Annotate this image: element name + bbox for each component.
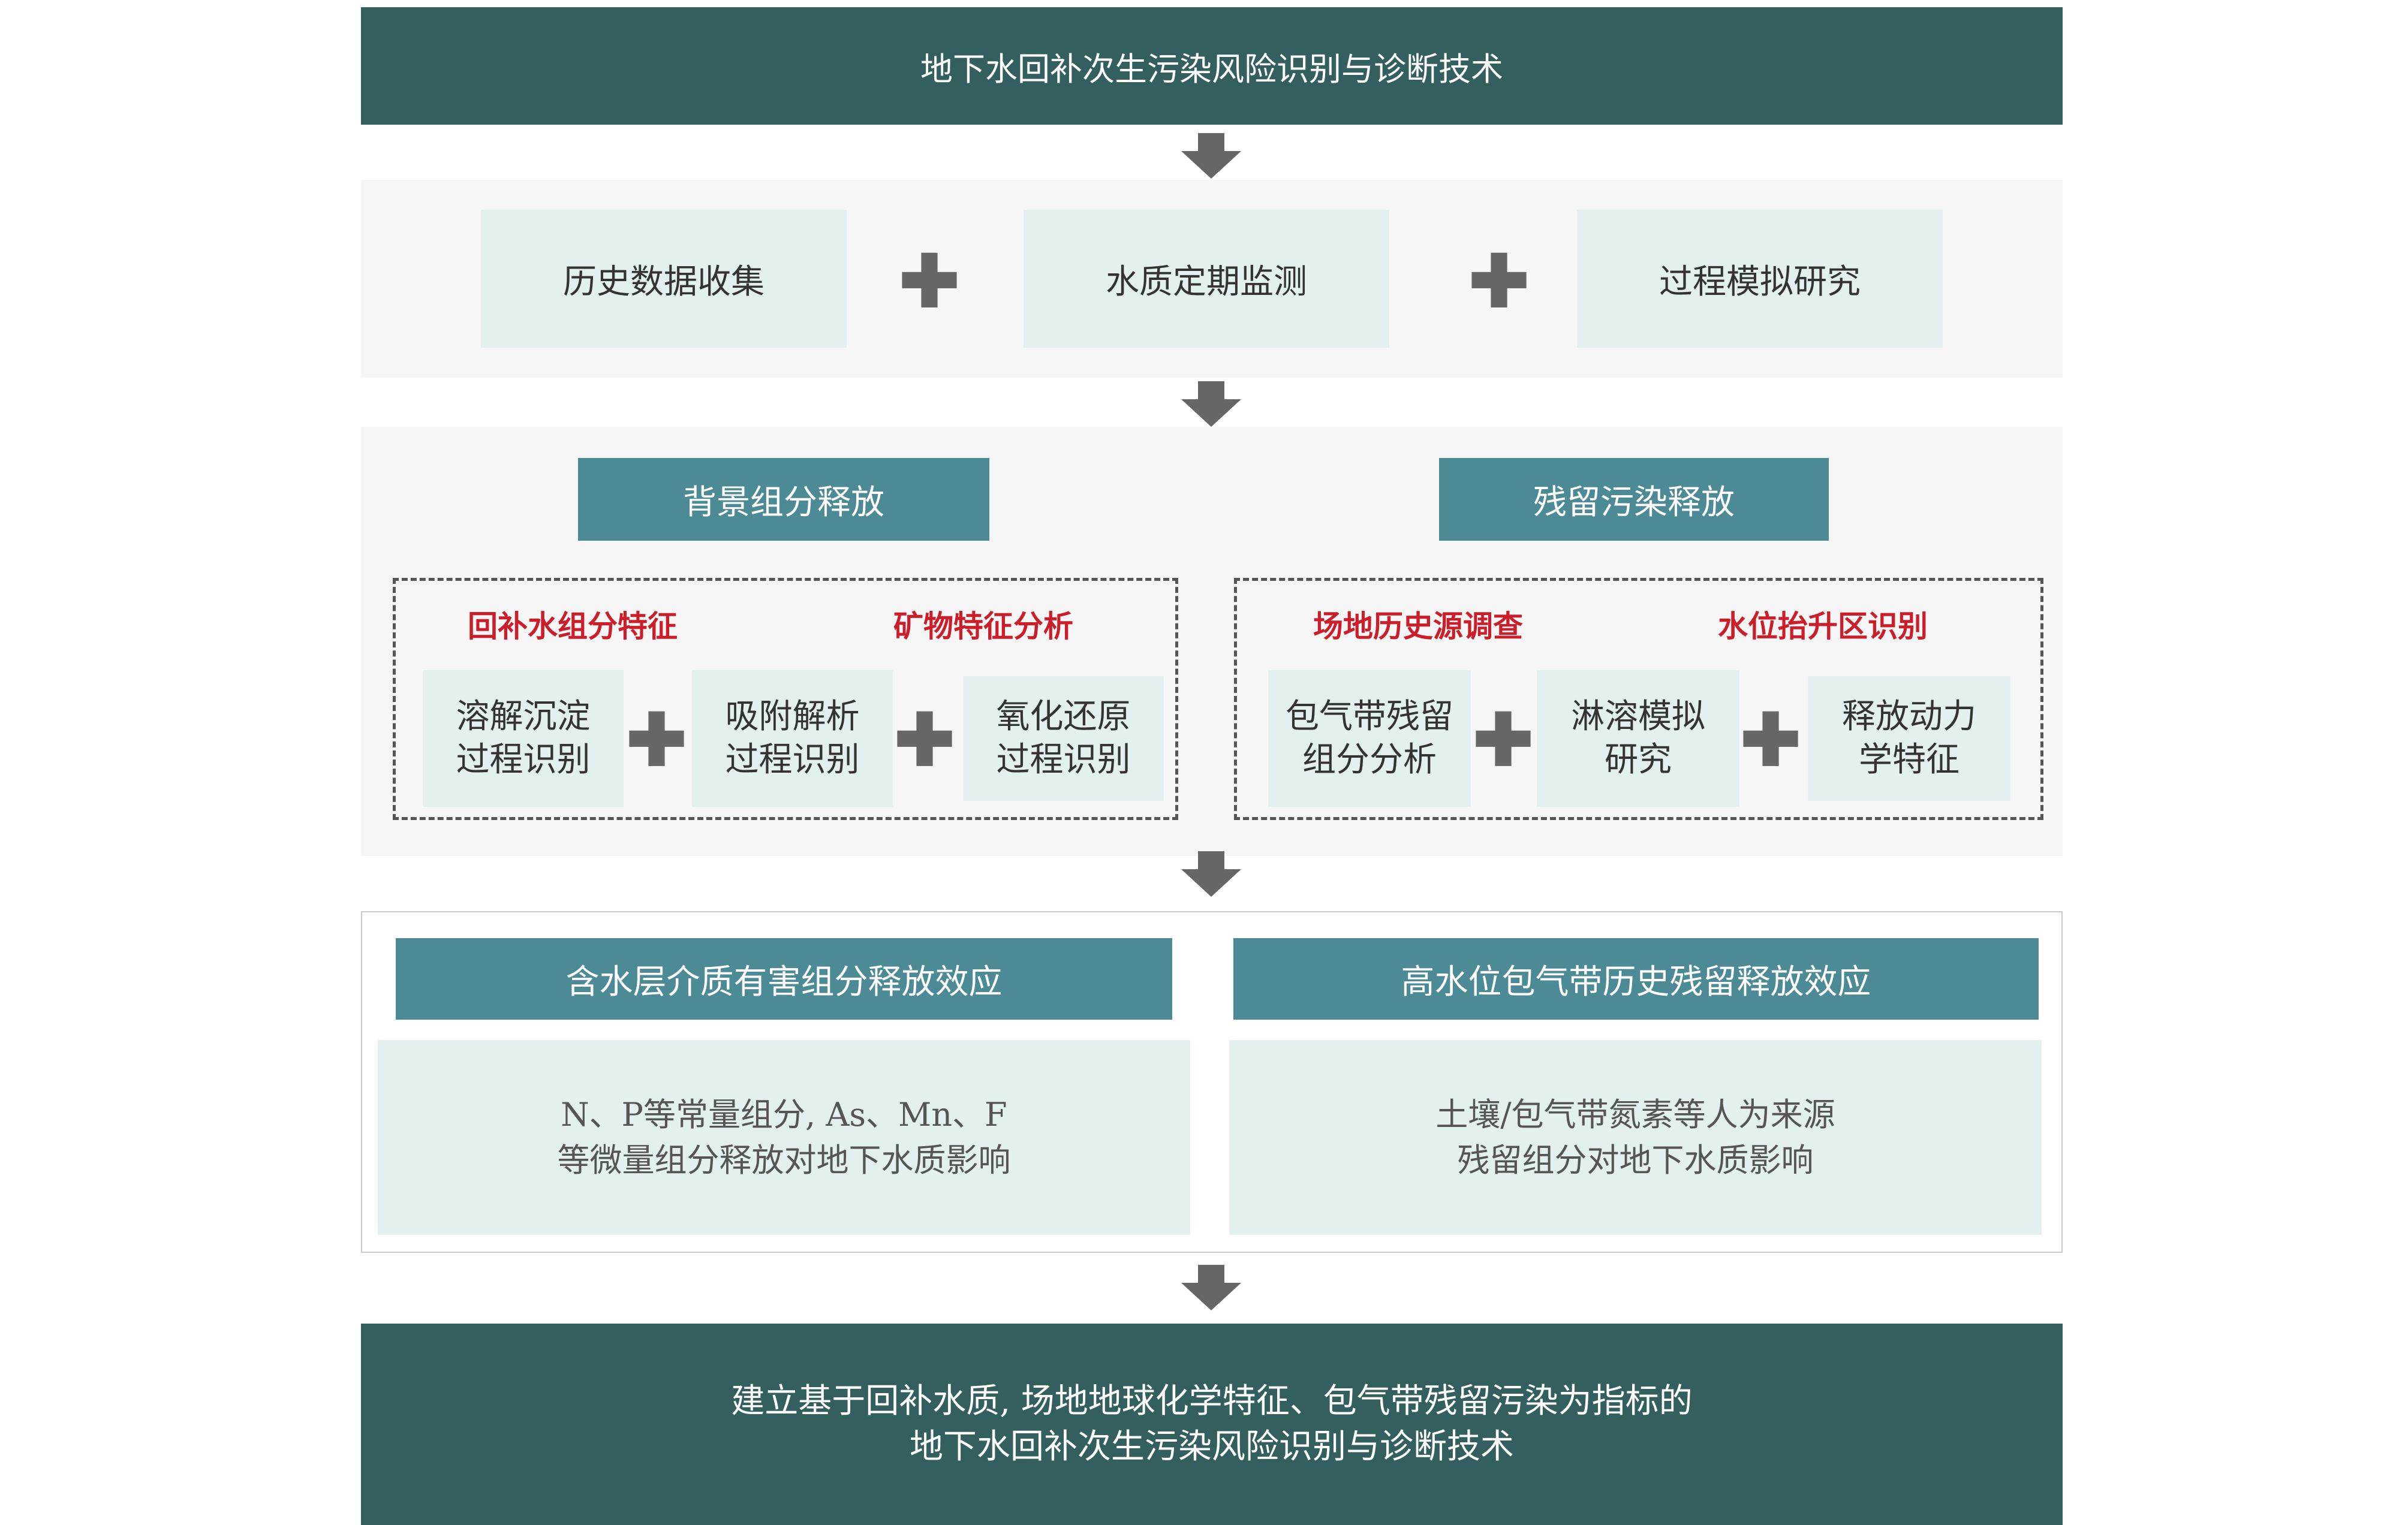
plus-icon: ✚	[894, 698, 955, 782]
box-line: 溶解沉淀	[456, 697, 591, 736]
down-arrow-icon	[1181, 381, 1241, 427]
vadose-effect-note: 土壤/包气带氮素等人为来源 残留组分对地下水质影响	[1229, 1040, 2042, 1235]
note-line: N、P等常量组分, As、Mn、F	[561, 1095, 1007, 1134]
note-line: 残留组分对地下水质影响	[1457, 1141, 1814, 1179]
sub-label-water-level: 水位抬升区识别	[1718, 608, 1928, 644]
residual-release-header: 残留污染释放	[1439, 458, 1829, 541]
sub-label-recharge-water: 回补水组分特征	[468, 608, 678, 644]
process-box-release-kinetics: 释放动力 学特征	[1808, 676, 2010, 801]
down-arrow-icon	[1181, 133, 1241, 179]
sub-label-mineral: 矿物特征分析	[893, 608, 1073, 644]
box-line: 淋溶模拟	[1571, 697, 1705, 736]
plus-icon: ✚	[626, 698, 687, 782]
plus-icon: ✚	[1473, 698, 1534, 782]
header-label: 含水层介质有害组分释放效应	[565, 962, 1003, 1002]
top-title-bar: 地下水回补次生污染风险识别与诊断技术	[361, 7, 2063, 125]
aquifer-effect-header: 含水层介质有害组分释放效应	[396, 938, 1172, 1020]
final-line: 地下水回补次生污染风险识别与诊断技术	[910, 1427, 1514, 1466]
method-label: 过程模拟研究	[1659, 262, 1861, 302]
box-line: 吸附解析	[725, 697, 860, 736]
method-label: 水质定期监测	[1106, 262, 1307, 302]
background-release-header: 背景组分释放	[578, 458, 989, 541]
box-line: 氧化还原	[996, 697, 1131, 736]
background-dashed-group	[393, 578, 1178, 820]
box-line: 过程识别	[456, 740, 591, 779]
method-box-monitoring: 水质定期监测	[1024, 210, 1389, 348]
box-line: 过程识别	[996, 740, 1131, 779]
note-line: 等微量组分释放对地下水质影响	[557, 1141, 1011, 1179]
header-label: 背景组分释放	[683, 483, 884, 522]
sub-label-site-history: 场地历史源调查	[1313, 608, 1523, 644]
process-box-leaching: 淋溶模拟 研究	[1537, 670, 1739, 807]
down-arrow-icon	[1181, 1265, 1241, 1310]
header-label: 残留污染释放	[1533, 483, 1735, 522]
box-line: 释放动力	[1842, 697, 1976, 736]
box-line: 研究	[1605, 740, 1672, 779]
box-line: 学特征	[1859, 740, 1959, 779]
note-line: 土壤/包气带氮素等人为来源	[1435, 1095, 1835, 1134]
top-title: 地下水回补次生污染风险识别与诊断技术	[920, 50, 1503, 88]
vadose-effect-header: 高水位包气带历史残留释放效应	[1233, 938, 2039, 1020]
box-line: 过程识别	[725, 740, 860, 779]
aquifer-effect-note: N、P等常量组分, As、Mn、F 等微量组分释放对地下水质影响	[378, 1040, 1190, 1235]
box-line: 组分分析	[1302, 740, 1437, 779]
final-line: 建立基于回补水质, 场地地球化学特征、包气带残留污染为指标的	[731, 1382, 1693, 1421]
method-box-history: 历史数据收集	[481, 210, 847, 348]
header-label: 高水位包气带历史残留释放效应	[1401, 962, 1871, 1002]
final-conclusion-box: 建立基于回补水质, 场地地球化学特征、包气带残留污染为指标的 地下水回补次生污染…	[361, 1324, 2063, 1525]
plus-icon: ✚	[899, 239, 960, 324]
process-box-vadose-residual: 包气带残留 组分分析	[1268, 670, 1471, 807]
method-label: 历史数据收集	[563, 262, 764, 302]
method-box-simulation: 过程模拟研究	[1577, 210, 1943, 348]
process-box-adsorption: 吸附解析 过程识别	[692, 670, 893, 807]
down-arrow-icon	[1181, 851, 1241, 897]
residual-dashed-group	[1234, 578, 2043, 820]
process-box-redox: 氧化还原 过程识别	[963, 676, 1164, 801]
plus-icon: ✚	[1468, 239, 1530, 324]
plus-icon: ✚	[1740, 698, 1801, 782]
process-box-dissolution: 溶解沉淀 过程识别	[423, 670, 624, 807]
box-line: 包气带残留	[1286, 697, 1453, 736]
